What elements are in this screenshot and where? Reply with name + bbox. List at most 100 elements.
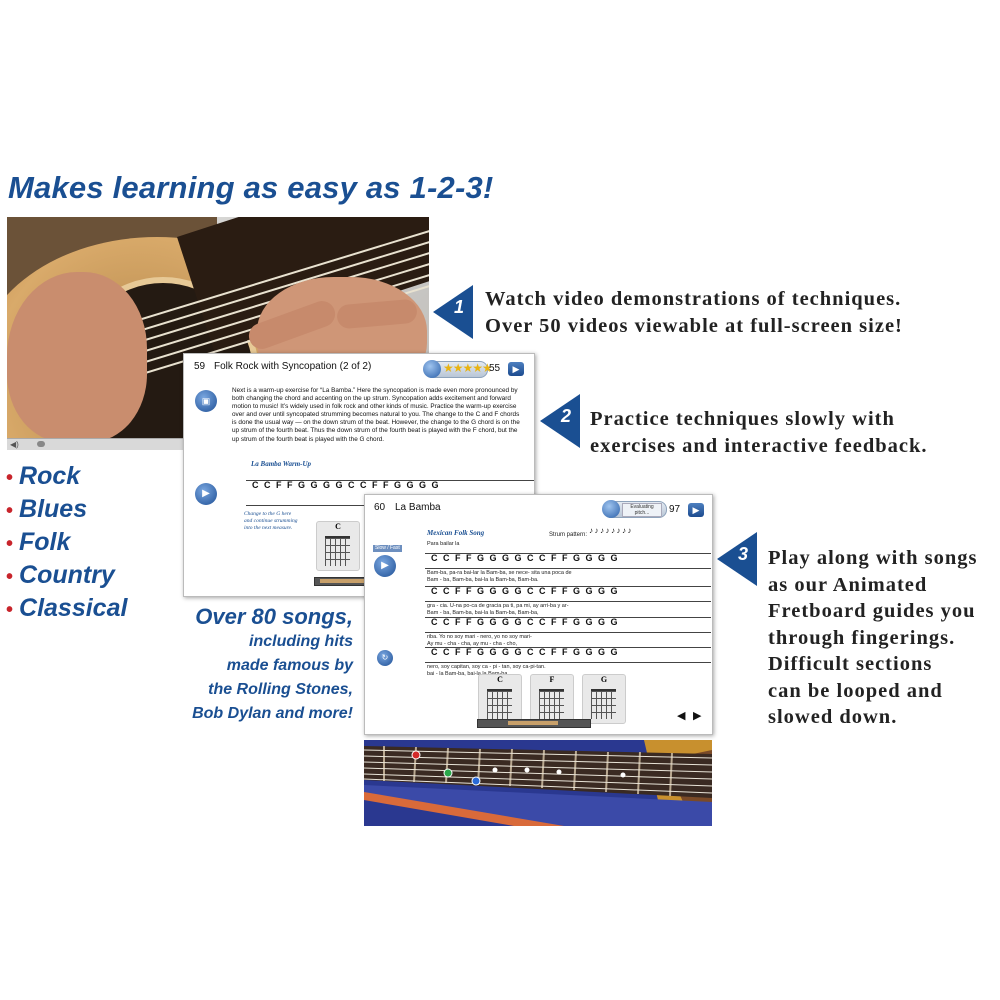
songs-caption-line: including hits [249,633,353,650]
scrollbar-thumb[interactable] [508,721,558,725]
chord-row: C C F F G G G G C C F F G G G G [431,617,619,627]
songs-caption: Over 80 songs, including hits made famou… [160,604,353,726]
genre-list: •Rock •Blues •Folk •Country •Classical [6,460,127,625]
step-line: Difficult sections [768,653,933,675]
step-1-description: Watch video demonstrations of techniques… [485,286,903,339]
lyrics-line: bai - la Bam-ba, bai-la la Bam-ba. [427,671,509,677]
genre-label: Folk [19,528,71,556]
lyrics-line: Ay mu - cha - cha, ay mu - cha - cho, [427,641,518,647]
stars-icon: ★★★★★ [443,361,493,375]
step-number: 3 [737,544,748,564]
step-line: Watch video demonstrations of techniques… [485,288,902,310]
headline: Makes learning as easy as 1-2-3! [8,170,494,205]
chord-name: C [497,675,503,684]
bullet-icon: • [6,467,14,489]
step-line: can be looped and [768,679,943,702]
chord-grid [539,689,564,719]
songs-caption-line: Bob Dylan and more! [192,705,353,722]
lesson-number: 60 [374,502,386,513]
chord-name: G [600,675,608,684]
music-staff [425,553,711,569]
step-3-arrow-icon: 3 [717,532,757,586]
lesson-count: 97 [669,504,681,515]
genre-label: Blues [19,495,88,523]
lesson-title: La Bamba [395,502,441,513]
step-line: slowed down. [768,706,898,728]
rating-widget[interactable]: ★★★★★ [423,360,493,378]
lesson-count: 55 [489,363,501,374]
chord-row: C C F F G G G G C C F F G G G G [252,480,440,490]
volume-icon[interactable]: ◀) [10,440,19,449]
lyrics-line: Bam - ba, Bam-ba, bai-la la Bam-ba, Bam-… [427,610,539,616]
song-title: Mexican Folk Song [427,529,485,537]
step-2-description: Practice techniques slowly with exercise… [590,406,928,459]
lesson-title: Folk Rock with Syncopation (2 of 2) [214,361,372,372]
chord-name: F [549,675,555,684]
lesson-60-panel: 60 La Bamba Evaluating pitch... 97 ▶ Mex… [364,494,713,735]
songs-caption-line: made famous by [226,657,353,674]
lyrics-line: nero, soy capitan, soy ca - pi - tan, so… [427,664,546,670]
step-line: through fingerings. [768,626,956,649]
strumming-hand [7,272,147,442]
lyrics-line: riba. Yo no soy mari - nero, yo no soy m… [427,634,532,640]
next-arrow-icon[interactable]: ▶ [688,503,704,517]
play-icon[interactable]: ▶ [374,555,396,577]
chord-grid [591,689,616,719]
songs-caption-line: the Rolling Stones, [208,681,353,698]
music-staff [425,586,711,602]
next-arrow-icon[interactable]: ▶ [508,362,524,376]
genre-label: Country [19,561,115,589]
fretboard-graphic [364,740,712,826]
note-line: and continue strumming [244,518,298,524]
genre-label: Rock [19,462,81,490]
scrollbar-thumb[interactable] [320,579,365,583]
bullet-icon: • [6,500,14,522]
step-line: Over 50 videos viewable at full-screen s… [485,314,903,337]
bullet-icon: • [6,533,14,555]
genre-item: •Rock [6,460,127,493]
next-icon[interactable]: ▶ [693,710,702,722]
play-icon[interactable]: ▶ [195,483,217,505]
step-number: 1 [453,297,464,317]
video-icon[interactable]: ▣ [195,390,217,412]
music-staff [425,617,711,633]
exercise-note: Change to the G here and continue strumm… [244,511,297,532]
strum-label: Strum pattern: [549,532,588,538]
pitch-evaluation-widget[interactable]: Evaluating pitch... [602,500,667,518]
loop-icon[interactable]: ↻ [377,650,393,666]
seek-knob[interactable] [37,441,45,447]
chord-diagram: C [316,521,360,571]
genre-item: •Country [6,559,127,592]
chord-diagram: C [478,674,522,724]
genre-label: Classical [19,594,128,622]
status-line: pitch... [634,510,650,516]
song-intro: Para bailar la [427,541,460,547]
strum-pattern: ♪♪♪♪♪♪♪♪ [589,526,633,535]
loop-toggle[interactable]: Slow / Fast [373,545,402,552]
exercise-title: La Bamba Warm-Up [251,460,312,468]
lesson-number: 59 [194,361,206,372]
chord-row: C C F F G G G G C C F F G G G G [431,586,619,596]
prev-icon[interactable]: ◀ [677,710,686,722]
rating-orb-icon [423,360,441,378]
step-2-arrow-icon: 2 [540,394,580,448]
step-line: exercises and interactive feedback. [590,434,928,457]
step-1-arrow-icon: 1 [433,285,473,339]
step-line: Play along with songs [768,547,978,569]
lyrics-line: Bam - ba, Bam-ba, bai-la la Bam-ba, Bam-… [427,577,539,583]
step-line: as our Animated [768,573,928,596]
step-3-description: Play along with songs as our Animated Fr… [768,545,978,731]
chord-name: C [335,522,341,531]
chord-diagram: G [582,674,626,724]
chord-grid [325,536,350,566]
song-scrollbar[interactable] [477,719,591,728]
chord-diagram: F [530,674,574,724]
bullet-icon: • [6,566,14,588]
genre-item: •Classical [6,592,127,625]
chord-row: C C F F G G G G C C F F G G G G [431,553,619,563]
step-line: Fretboard guides you [768,600,976,622]
pitch-orb-icon [602,500,620,518]
status-line: Evaluating [630,504,654,510]
chord-grid [487,689,512,719]
bullet-icon: • [6,599,14,621]
